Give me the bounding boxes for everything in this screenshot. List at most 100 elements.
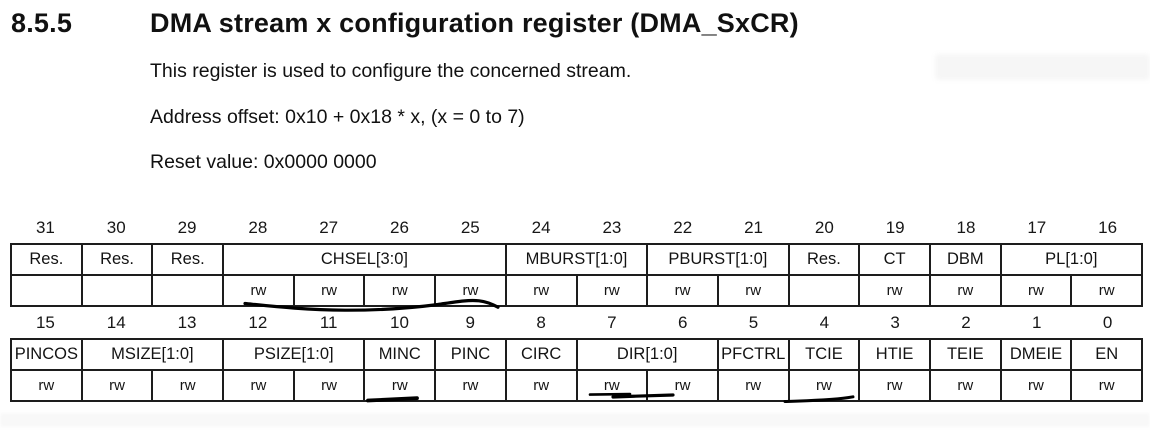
access-cell-bit-8: rw — [504, 369, 578, 402]
field-en: EN — [1070, 338, 1143, 371]
bit-number-7: 7 — [607, 312, 617, 332]
field-pburst-1-0: PBURST[1:0] — [646, 243, 790, 276]
access-cell-bit-7: rw — [575, 369, 649, 402]
field-pl-1-0: PL[1:0] — [999, 243, 1144, 276]
bit-number-13: 13 — [177, 312, 197, 332]
reserved-field: Res. — [787, 243, 861, 276]
access-cell-bit-6: rw — [646, 369, 719, 402]
access-cell-bit-17: rw — [999, 274, 1073, 307]
section-number: 8.5.5 — [11, 8, 73, 38]
register-grid-bits-31-16: Res.Res.Res.CHSEL[3:0]MBURST[1:0]PBURST[… — [10, 243, 1144, 307]
access-cell-bit-18: rw — [928, 274, 1002, 307]
access-cell-empty-bit-29 — [151, 274, 225, 307]
scan-artifact-top — [935, 54, 1150, 80]
bit-number-21: 21 — [744, 217, 763, 237]
access-cell-bit-12: rw — [222, 369, 295, 402]
access-cell-bit-11: rw — [292, 369, 366, 402]
field-pincos: PINCOS — [10, 338, 83, 371]
address-offset-text: Address offset: 0x10 + 0x18 * x, (x = 0 … — [150, 106, 525, 128]
access-cell-bit-2: rw — [928, 369, 1002, 402]
bit-number-17: 17 — [1027, 217, 1047, 237]
bit-number-12: 12 — [248, 312, 268, 332]
bit-number-23: 23 — [602, 217, 622, 237]
bit-number-10: 10 — [390, 312, 409, 332]
page-title: DMA stream x configuration register (DMA… — [150, 8, 799, 38]
bit-number-26: 26 — [390, 217, 409, 237]
bit-number-29: 29 — [177, 217, 197, 237]
access-cell-bit-22: rw — [646, 274, 719, 307]
access-cell-bit-16: rw — [1070, 274, 1143, 307]
field-teie: TEIE — [928, 338, 1002, 371]
description-text: This register is used to configure the c… — [150, 60, 632, 82]
bit-number-9: 9 — [465, 312, 476, 332]
field-minc: MINC — [363, 338, 437, 371]
access-cell-bit-19: rw — [858, 274, 931, 307]
field-chsel-3-0: CHSEL[3:0] — [222, 243, 507, 276]
access-cell-bit-5: rw — [716, 369, 790, 402]
access-cell-bit-25: rw — [434, 274, 507, 307]
bit-number-22: 22 — [673, 217, 693, 237]
access-cell-bit-0: rw — [1070, 369, 1143, 402]
bit-number-11: 11 — [319, 312, 338, 332]
bit-number-8: 8 — [536, 312, 546, 332]
access-cell-bit-27: rw — [292, 274, 366, 307]
access-cell-bit-15: rw — [10, 369, 83, 402]
access-cell-bit-24: rw — [504, 274, 578, 307]
access-cell-empty-bit-20 — [787, 274, 861, 307]
bit-number-25: 25 — [460, 217, 480, 237]
bit-number-15: 15 — [35, 312, 55, 332]
field-circ: CIRC — [504, 338, 578, 371]
bit-number-14: 14 — [106, 312, 126, 332]
access-cell-bit-23: rw — [575, 274, 649, 307]
field-tcie: TCIE — [787, 338, 861, 371]
access-cell-empty-bit-31 — [10, 274, 83, 307]
bit-number-28: 28 — [248, 217, 268, 237]
reserved-field: Res. — [151, 243, 225, 276]
bit-number-19: 19 — [885, 217, 905, 237]
scan-artifact-bottom — [0, 413, 1150, 427]
bit-number-27: 27 — [319, 217, 339, 237]
bit-numbers-row: 31 30 29 28 27 26 25 24 23 22 21 20 19 18 17 16 — [10, 212, 1143, 243]
bit-number-16: 16 — [1098, 217, 1118, 237]
field-dmeie: DMEIE — [999, 338, 1073, 371]
bit-number-1: 1 — [1032, 312, 1042, 332]
field-dir-1-0: DIR[1:0] — [575, 338, 719, 371]
field-pinc: PINC — [434, 338, 507, 371]
access-cell-bit-9: rw — [434, 369, 507, 402]
bit-number-4: 4 — [819, 312, 830, 332]
bit-number-24: 24 — [531, 217, 551, 237]
access-cell-bit-3: rw — [858, 369, 931, 402]
field-msize-1-0: MSIZE[1:0] — [80, 338, 225, 371]
access-cell-bit-14: rw — [80, 369, 154, 402]
field-mburst-1-0: MBURST[1:0] — [504, 243, 649, 276]
bit-number-0: 0 — [1102, 312, 1113, 332]
access-cell-bit-10: rw — [363, 369, 437, 402]
access-cell-bit-26: rw — [363, 274, 437, 307]
reserved-field: Res. — [80, 243, 154, 276]
bit-number-30: 30 — [106, 217, 126, 237]
access-cell-bit-4: rw — [787, 369, 861, 402]
field-pfctrl: PFCTRL — [716, 338, 790, 371]
field-ct: CT — [858, 243, 931, 276]
bit-number-31: 31 — [35, 217, 55, 237]
reserved-field: Res. — [10, 243, 83, 276]
access-cell-bit-1: rw — [999, 369, 1073, 402]
field-dbm: DBM — [928, 243, 1002, 276]
bit-number-20: 20 — [814, 217, 834, 237]
bit-number-2: 2 — [961, 312, 971, 332]
bit-number-6: 6 — [677, 312, 688, 332]
field-htie: HTIE — [858, 338, 931, 371]
bit-number-18: 18 — [956, 217, 976, 237]
field-psize-1-0: PSIZE[1:0] — [222, 338, 366, 371]
access-cell-bit-13: rw — [151, 369, 225, 402]
reset-value-text: Reset value: 0x0000 0000 — [150, 151, 377, 173]
access-cell-bit-21: rw — [716, 274, 790, 307]
bit-number-5: 5 — [748, 312, 759, 332]
bit-number-3: 3 — [890, 312, 900, 332]
